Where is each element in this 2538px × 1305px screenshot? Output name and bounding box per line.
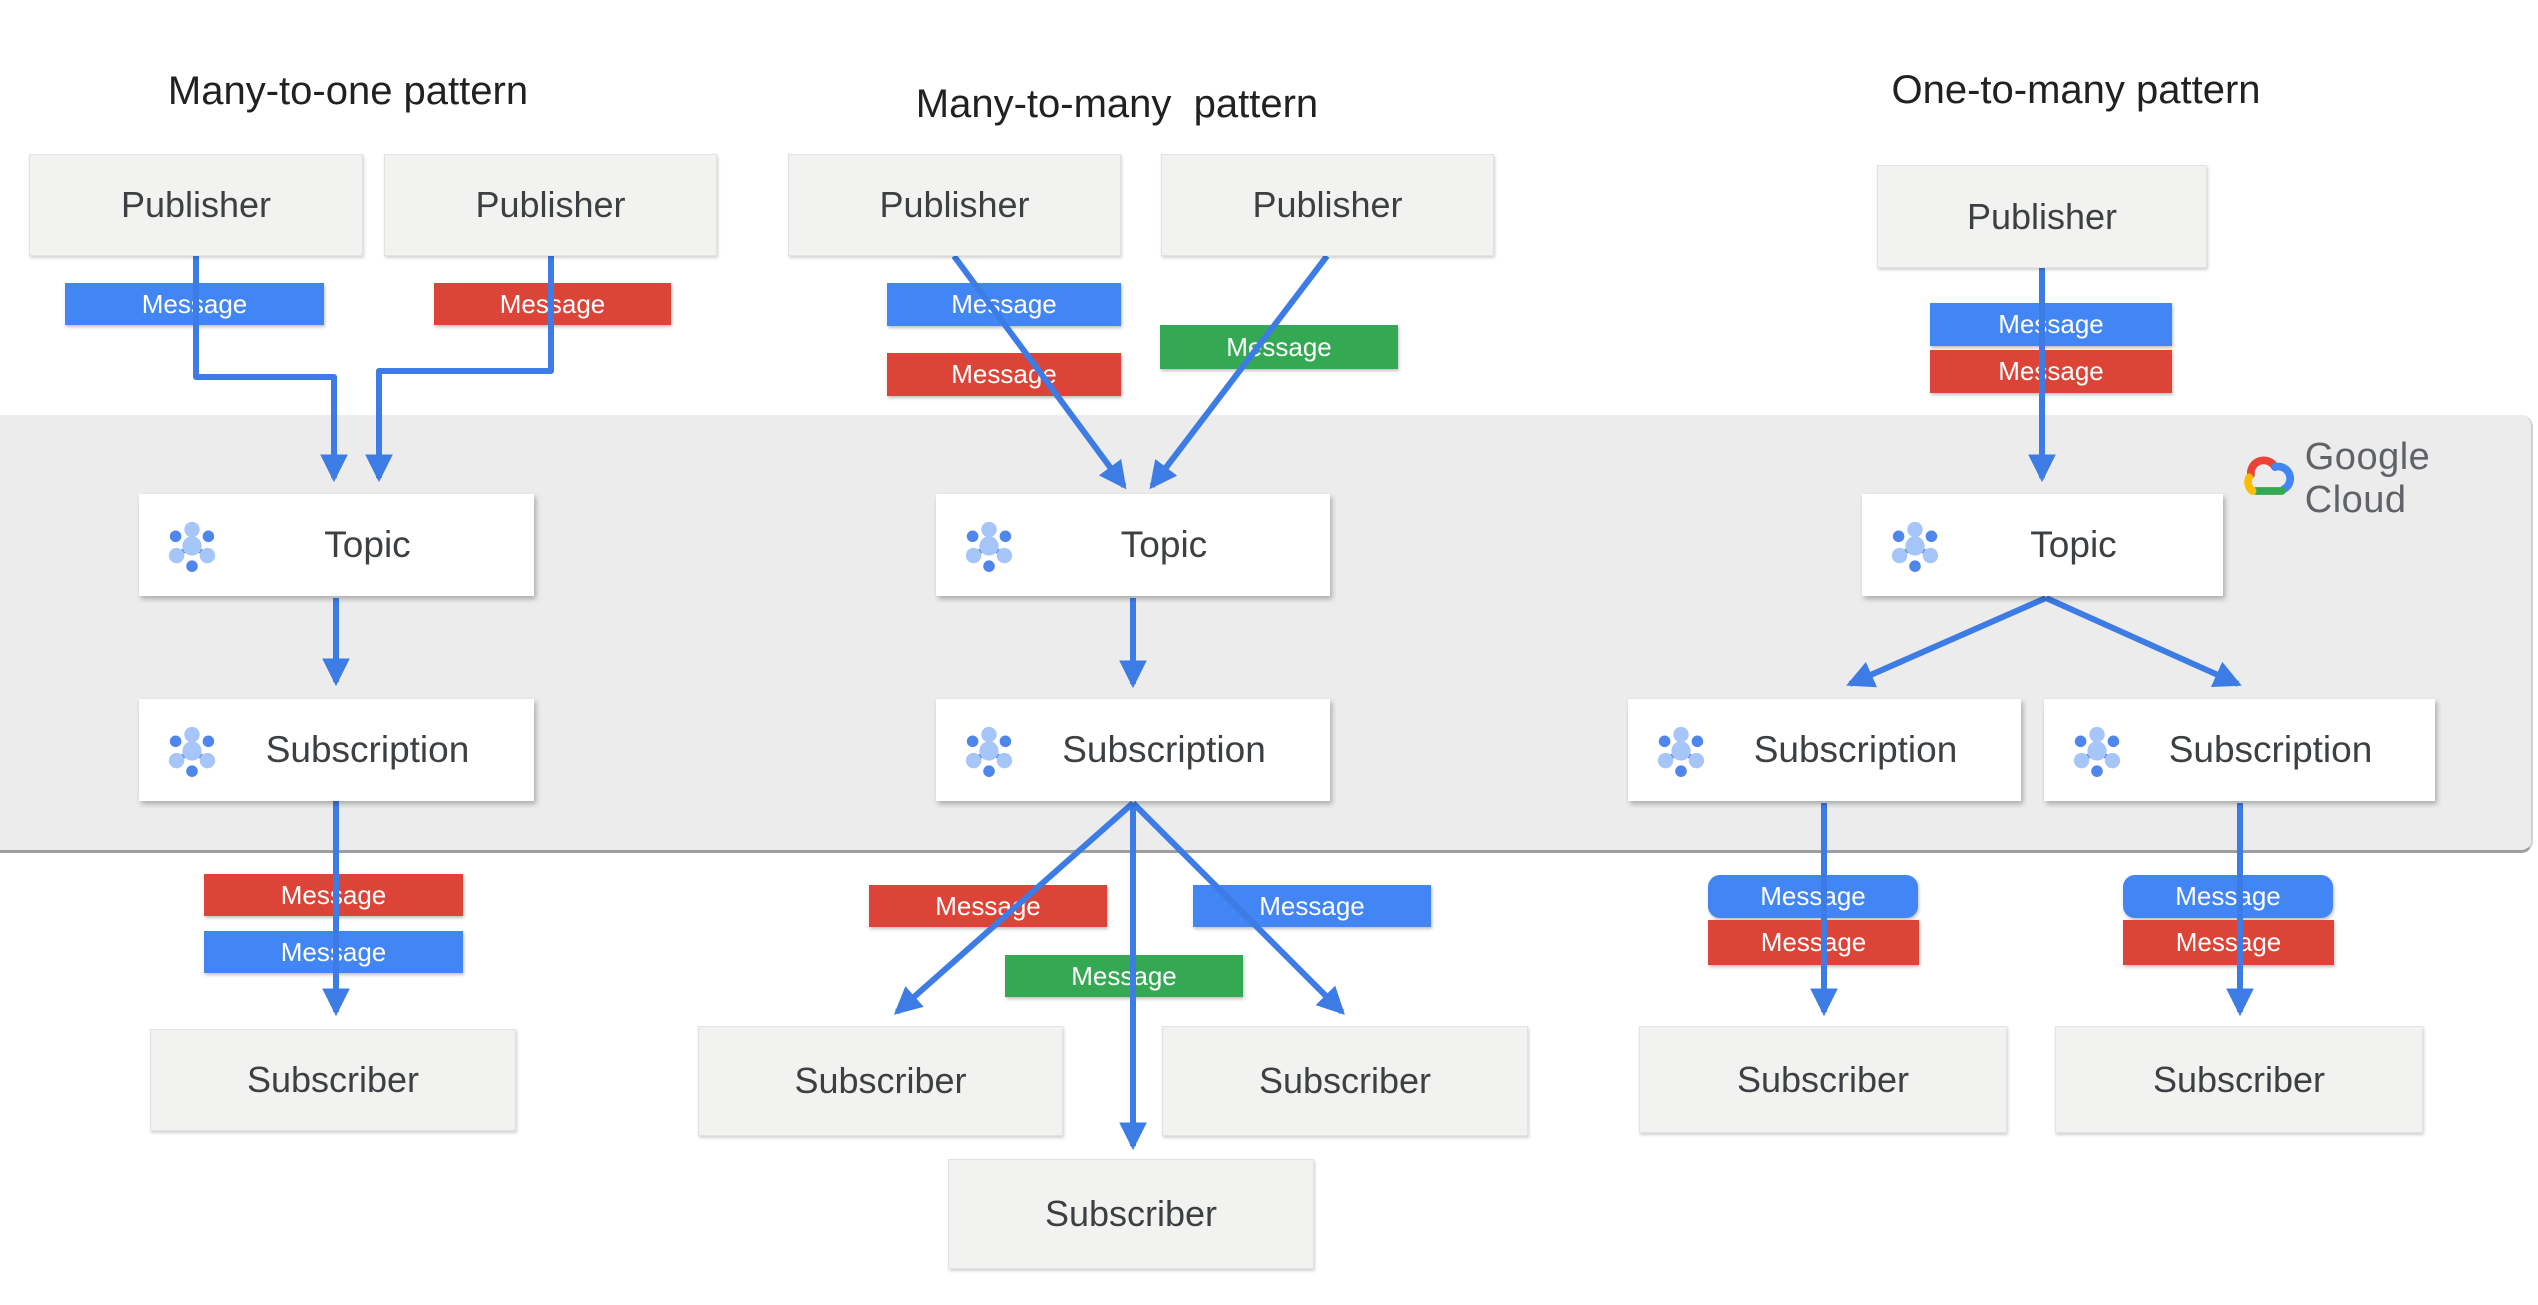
message-badge: Message xyxy=(887,283,1121,326)
topic-label: Topic xyxy=(324,524,411,565)
pubsub-icon xyxy=(165,723,219,777)
message-badge: Message xyxy=(1930,303,2172,346)
subscriber-label: Subscriber xyxy=(1258,1060,1432,1101)
publisher-label: Publisher xyxy=(1966,195,2118,237)
pubsub-icon xyxy=(1654,723,1708,777)
message-badge: Message xyxy=(434,283,671,325)
pubsub-icon xyxy=(2070,723,2124,777)
pattern-title: Many-to-one pattern xyxy=(167,69,529,113)
topic-label: Topic xyxy=(1120,524,1208,565)
message-badge: Message xyxy=(204,931,463,973)
subscriber-label: Subscriber xyxy=(2152,1058,2326,1100)
pubsub-icon xyxy=(165,518,219,572)
subscription-label: Subscription xyxy=(2168,729,2373,770)
pubsub-icon xyxy=(962,723,1016,777)
publisher-node: Publisher xyxy=(1161,154,1494,256)
subscription-node: Subscription xyxy=(139,699,534,801)
message-badge: Message xyxy=(1193,885,1431,927)
message-badge: Message xyxy=(869,885,1107,927)
message-badge: Message xyxy=(2123,920,2334,965)
topic-label: Topic xyxy=(2030,524,2117,565)
message-badge: Message xyxy=(887,353,1121,396)
subscription-label: Subscription xyxy=(1062,729,1266,770)
publisher-node: Publisher xyxy=(29,154,363,256)
message-badge: Message xyxy=(1930,350,2172,393)
google-cloud-wordmark: Google Cloud xyxy=(2304,436,2431,521)
publisher-label: Publisher xyxy=(1252,184,1403,225)
google-cloud-logo: Google Cloud xyxy=(2238,436,2538,522)
subscriber-label: Subscriber xyxy=(246,1059,420,1100)
subscription-label: Subscription xyxy=(1753,729,1958,770)
message-badge: Message xyxy=(1160,325,1398,369)
subscriber-label: Subscriber xyxy=(1736,1058,1910,1100)
subscriber-node: Subscriber xyxy=(1639,1026,2007,1133)
google-cloud-icon xyxy=(2244,456,2295,495)
subscriber-node: Subscriber xyxy=(150,1029,516,1131)
message-badge: Message xyxy=(204,874,463,916)
subscription-node: Subscription xyxy=(936,699,1330,801)
publisher-node: Publisher xyxy=(1877,165,2207,268)
subscriber-label: Subscriber xyxy=(794,1060,967,1101)
message-badge: Message xyxy=(1005,955,1243,997)
topic-node: Topic xyxy=(1862,494,2223,596)
topic-node: Topic xyxy=(139,494,534,596)
pubsub-icon xyxy=(1888,518,1942,572)
subscriber-node: Subscriber xyxy=(948,1159,1314,1269)
pattern-title: Many-to-many pattern xyxy=(915,82,1319,126)
message-badge: Message xyxy=(1708,920,1919,965)
subscriber-node: Subscriber xyxy=(698,1026,1063,1136)
message-badge: Message xyxy=(2123,875,2333,918)
publisher-node: Publisher xyxy=(788,154,1121,256)
publisher-node: Publisher xyxy=(384,154,717,256)
subscriber-node: Subscriber xyxy=(2055,1026,2423,1133)
subscriber-label: Subscriber xyxy=(1044,1193,1218,1234)
publisher-label: Publisher xyxy=(879,184,1030,225)
message-badge: Message xyxy=(65,283,324,325)
subscriber-node: Subscriber xyxy=(1162,1026,1528,1136)
topic-node: Topic xyxy=(936,494,1330,596)
subscription-node: Subscription xyxy=(1628,699,2021,801)
publisher-label: Publisher xyxy=(120,184,272,225)
pubsub-icon xyxy=(962,518,1016,572)
subscription-node: Subscription xyxy=(2044,699,2435,801)
message-badge: Message xyxy=(1708,875,1918,918)
subscription-label: Subscription xyxy=(265,729,470,770)
publisher-label: Publisher xyxy=(475,184,626,225)
pattern-title: One-to-many pattern xyxy=(1891,68,2261,112)
